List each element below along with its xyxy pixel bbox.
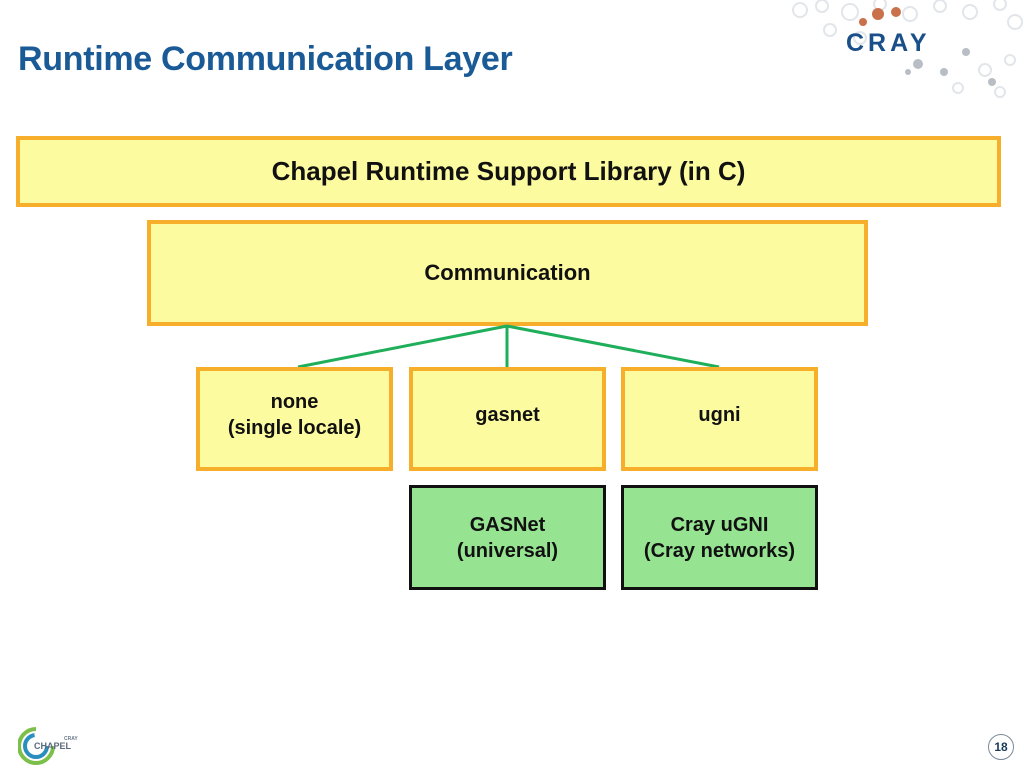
option-none-box: none (single locale): [196, 367, 393, 471]
option-ugni-box: ugni: [621, 367, 818, 471]
communication-layer-label: Communication: [424, 259, 591, 285]
chapel-logo-text: CHAPEL: [34, 741, 72, 751]
option-ugni-label: ugni: [698, 404, 741, 426]
backend-gasnet-label: GASNet (universal): [456, 513, 559, 562]
runtime-support-library-box: Chapel Runtime Support Library (in C): [16, 136, 1001, 207]
chapel-logo: CRAY CHAPEL: [18, 727, 78, 765]
chapel-logo-small-text: CRAY: [64, 736, 78, 742]
backend-gasnet-box: GASNet (universal): [409, 485, 606, 590]
page-number: 18: [988, 734, 1014, 760]
runtime-support-library-label: Chapel Runtime Support Library (in C): [271, 155, 746, 186]
cray-logo: CRAY: [792, 0, 1023, 98]
communication-layer-box: Communication: [147, 220, 868, 326]
option-gasnet-box: gasnet: [409, 367, 606, 471]
slide-title: Runtime Communication Layer: [18, 40, 513, 78]
connector-ugni: [506, 324, 720, 369]
backend-ugni-box: Cray uGNI (Cray networks): [621, 485, 818, 590]
connector-none: [297, 324, 508, 369]
option-none-label: none (single locale): [227, 391, 362, 439]
cray-wordmark: CRAY: [846, 29, 931, 57]
option-gasnet-label: gasnet: [475, 404, 540, 426]
backend-ugni-label: Cray uGNI (Cray networks): [643, 513, 796, 562]
